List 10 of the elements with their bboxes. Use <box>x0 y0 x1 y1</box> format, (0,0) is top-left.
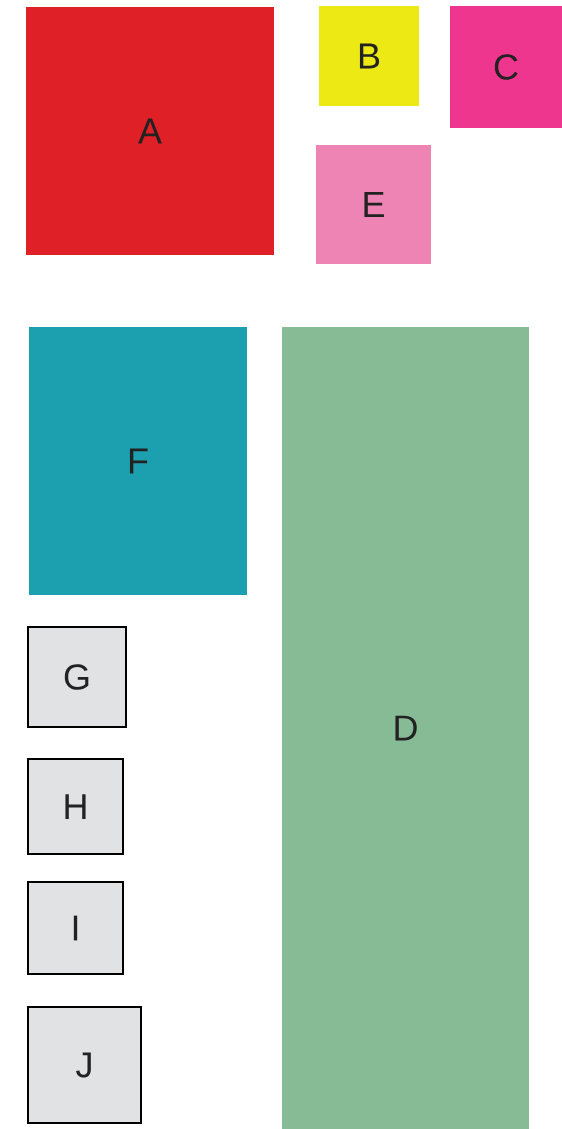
box: I <box>27 881 124 975</box>
box: C <box>450 6 562 128</box>
box: J <box>27 1006 142 1124</box>
box: D <box>282 327 529 1129</box>
box: A <box>26 7 274 255</box>
box: B <box>319 6 419 106</box>
box: F <box>29 327 247 595</box>
box: H <box>27 758 124 855</box>
box: E <box>316 145 431 264</box>
box: G <box>27 626 127 728</box>
